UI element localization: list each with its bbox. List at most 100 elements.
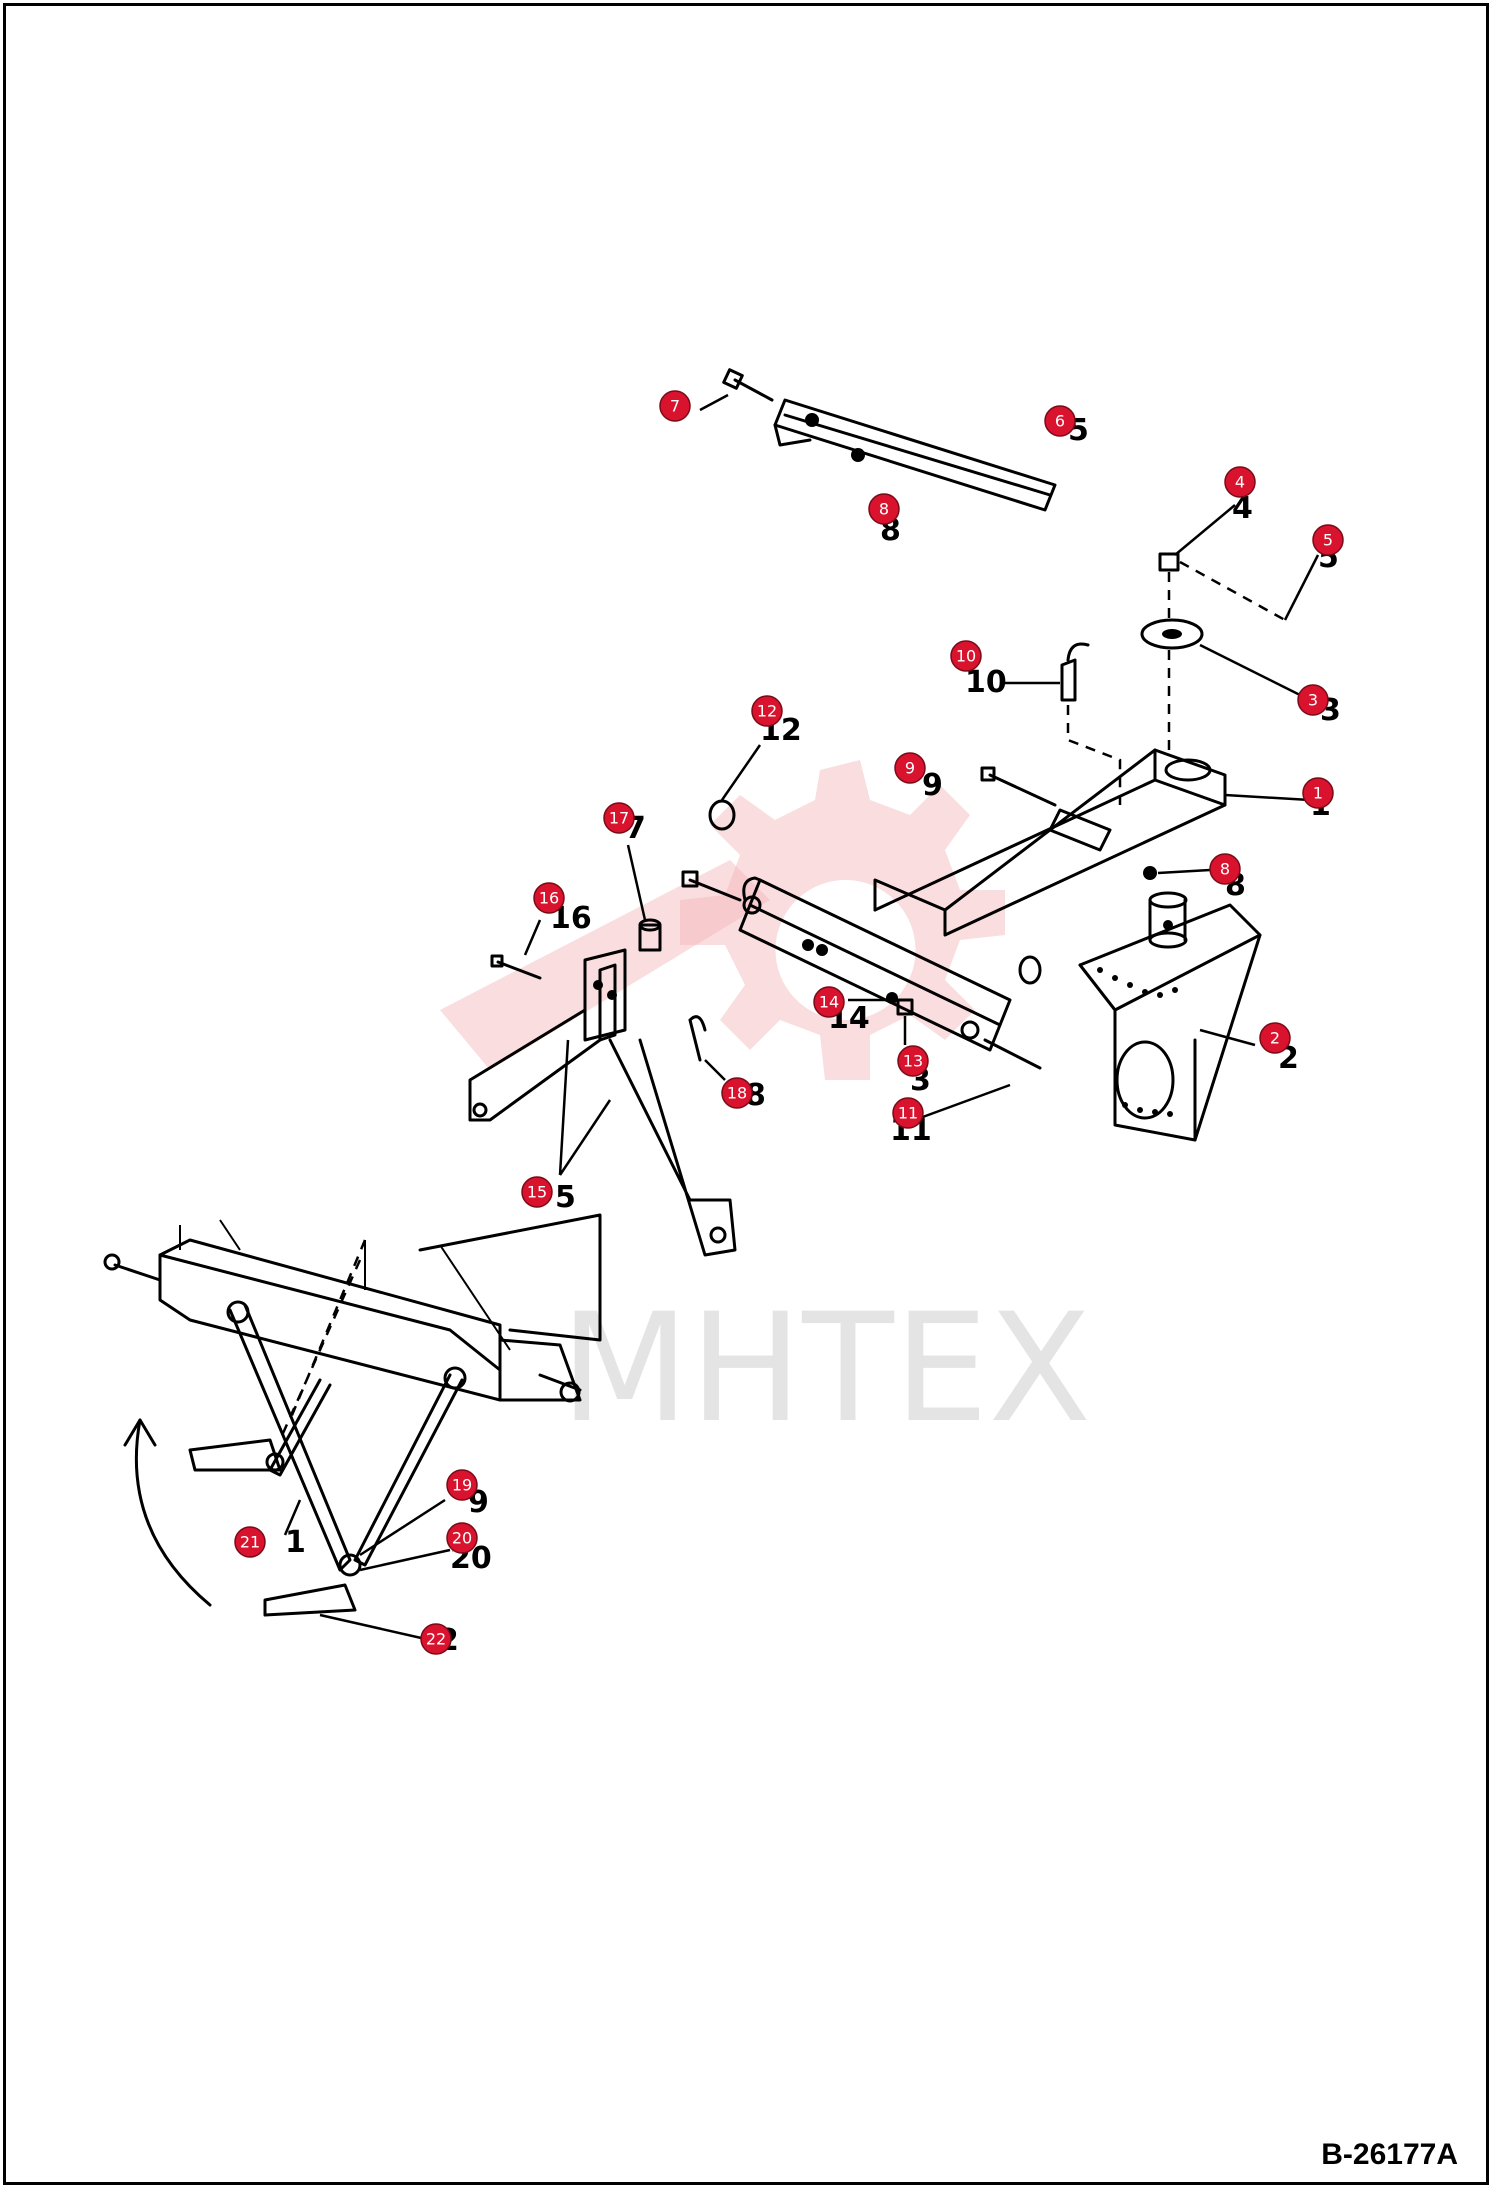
callout-circle [1297, 684, 1329, 716]
callout-badge-3: 3 [1297, 684, 1329, 716]
part-8-nut-lower [1143, 866, 1211, 880]
callout-circle [446, 1522, 478, 1554]
callout-number: 10 [956, 647, 976, 666]
part-17-bushing [626, 844, 662, 952]
callout-circle [446, 1469, 478, 1501]
callout-number: 8 [879, 500, 889, 519]
callout-circle [533, 882, 565, 914]
callout-badge-10: 10 [950, 640, 982, 672]
callout-number: 14 [819, 993, 839, 1012]
callout-number: 16 [539, 889, 559, 908]
callout-circle [420, 1623, 452, 1655]
callout-badge-8b: 8 [1209, 853, 1241, 885]
callout-circle [603, 802, 635, 834]
part-3-washer [1140, 618, 1311, 702]
callout-number: 19 [452, 1476, 472, 1495]
callout-circle [1259, 1022, 1291, 1054]
bushing-right [1018, 955, 1042, 985]
callout-badge-4: 4 [1224, 466, 1256, 498]
callout-badge-11: 11 [892, 1097, 924, 1129]
callout-number: 13 [903, 1052, 923, 1071]
callout-number: 20 [452, 1529, 472, 1548]
watermark-text: MHTEX [560, 1282, 1091, 1456]
callout-badge-6: 6 [1044, 405, 1076, 437]
callout-circle [1302, 777, 1334, 809]
callout-circle [1044, 405, 1076, 437]
callout-badge-14: 14 [813, 986, 845, 1018]
callout-number: 1 [1313, 784, 1323, 803]
callout-circle [234, 1526, 266, 1558]
callout-badge-18: 18 [721, 1077, 753, 1109]
callout-badge-17: 17 [603, 802, 635, 834]
callout-circle [659, 390, 691, 422]
part-5-cotter-pin [1179, 554, 1320, 622]
callout-badge-8a: 8 [868, 493, 900, 525]
part-10-lock-pin [1000, 642, 1122, 805]
part-18-pin [688, 1015, 726, 1081]
callout-number: 9 [905, 759, 915, 778]
drawing-number: B-26177A [1321, 2138, 1458, 2171]
part-16-pin [490, 919, 542, 980]
callout-circle [950, 640, 982, 672]
callout-badge-13: 13 [897, 1045, 929, 1077]
callout-circle [892, 1097, 924, 1129]
callout-circle [897, 1045, 929, 1077]
svg-text:4: 4 [1232, 491, 1253, 526]
callout-circle [721, 1077, 753, 1109]
svg-text:5: 5 [555, 1180, 576, 1215]
callout-number: 21 [240, 1533, 260, 1552]
callout-badge-19: 19 [446, 1469, 478, 1501]
watermark-logo: MHTEX [440, 760, 1091, 1456]
crossbar-arm [681, 870, 1012, 1052]
svg-text:1: 1 [285, 1525, 306, 1560]
callout-circle [1209, 853, 1241, 885]
callout-badge-1: 1 [1302, 777, 1334, 809]
callout-number: 5 [1323, 531, 1333, 550]
callout-circle [1312, 524, 1344, 556]
part-1-main-boom [873, 748, 1311, 937]
part-15-stabilizer-arms [468, 948, 737, 1257]
callout-badge-16: 16 [533, 882, 565, 914]
callout-badge-7: 7 [659, 390, 691, 422]
part-12-bushing [708, 744, 762, 831]
callout-number: 22 [426, 1630, 446, 1649]
callout-circle [894, 752, 926, 784]
callout-number: 2 [1270, 1029, 1280, 1048]
callout-badges: 1 2 3 4 5 6 7 8 8 9 10 11 12 13 14 15 16… [234, 390, 1344, 1655]
part-9-bolt [980, 766, 1057, 807]
callout-number: 11 [898, 1104, 918, 1123]
part-2-mount-bracket [1078, 891, 1262, 1142]
svg-text:10: 10 [965, 665, 1007, 700]
callout-badge-15: 15 [521, 1176, 553, 1208]
callout-circle [751, 695, 783, 727]
callout-number: 8 [1220, 860, 1230, 879]
svg-text:9: 9 [922, 768, 943, 803]
callout-badge-22: 22 [420, 1623, 452, 1655]
callout-number: 3 [1308, 691, 1318, 710]
part-14-washer [848, 992, 898, 1004]
callout-number: 17 [609, 809, 629, 828]
callout-badge-12: 12 [751, 695, 783, 727]
callout-badge-5: 5 [1312, 524, 1344, 556]
assembly-view [103, 1213, 602, 1642]
callout-circle [521, 1176, 553, 1208]
callout-circle [868, 493, 900, 525]
callout-number: 6 [1055, 412, 1065, 431]
printed-numerals: 5 8 4 5 10 3 12 9 1 8 7 16 14 3 11 2 8 5… [285, 413, 1341, 1658]
callout-badge-20: 20 [446, 1522, 478, 1554]
part-11-bolt [919, 1038, 1042, 1120]
callout-number: 4 [1235, 473, 1245, 492]
callout-number: 12 [757, 702, 777, 721]
callout-circle [813, 986, 845, 1018]
part-4-nut [1158, 504, 1236, 572]
callout-badge-9: 9 [894, 752, 926, 784]
callout-number: 15 [527, 1183, 547, 1202]
part-13-nut [896, 998, 914, 1045]
callout-badge-2: 2 [1259, 1022, 1291, 1054]
callout-badge-21: 21 [234, 1526, 266, 1558]
part-6-bracket [773, 398, 1057, 512]
callout-number: 18 [727, 1084, 747, 1103]
callout-number: 7 [670, 397, 680, 416]
callout-circle [1224, 466, 1256, 498]
